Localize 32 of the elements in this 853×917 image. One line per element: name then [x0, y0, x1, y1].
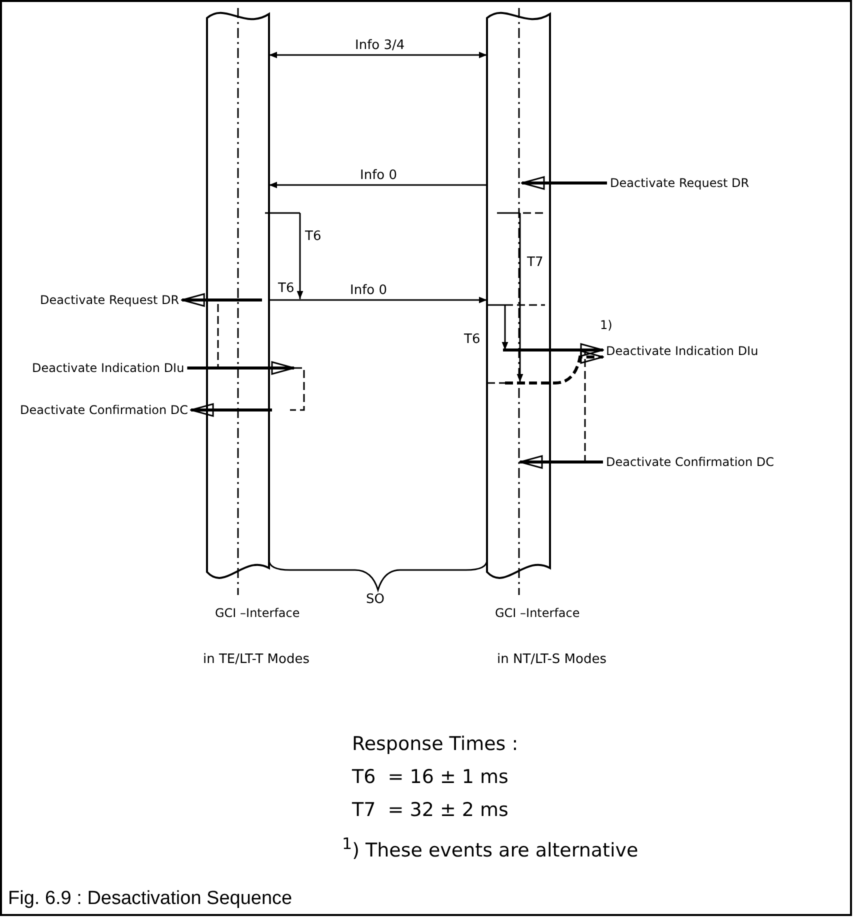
primitive-label: Deactivate Request DR: [40, 293, 180, 308]
primitive-label: Deactivate Indication DIu: [32, 361, 184, 376]
arrow: [190, 403, 272, 417]
timer-label: T7: [527, 255, 544, 270]
arrow: [505, 350, 604, 384]
arrow: [181, 293, 262, 307]
bus-label: SO: [366, 592, 384, 607]
arrow: [519, 455, 603, 469]
arrow: [269, 182, 487, 188]
interface-label: GCI –Interface: [495, 606, 580, 620]
caption: Fig. 6.9 : Desactivation Sequence: [8, 888, 292, 910]
timer-value: T7 = 32 ± 2 ms: [352, 799, 508, 821]
interface-label: GCI –Interface: [215, 606, 300, 620]
primitive-label: Deactivate Indication DIu: [606, 344, 758, 359]
heading: Response Times :: [352, 733, 518, 755]
timer-label: T6: [305, 229, 322, 244]
arrow: [187, 361, 295, 375]
edge-label: Info 3/4: [355, 38, 405, 53]
arrow: [269, 296, 487, 304]
timer-label: T6: [278, 281, 294, 296]
arrow: [521, 176, 607, 190]
timer-label: T6: [464, 332, 480, 347]
mode-label: in TE/LT-T Modes: [203, 652, 310, 667]
primitive-label: Deactivate Confirmation DC: [20, 403, 188, 418]
mode-label: in NT/LT-S Modes: [497, 652, 606, 667]
primitive-label: Deactivate Request DR: [610, 176, 750, 191]
footnote-mark: 1): [600, 318, 612, 332]
arrow: [269, 52, 487, 58]
primitive-label: Deactivate Confirmation DC: [606, 455, 774, 470]
arrow: [503, 343, 604, 357]
timer-value: T6 = 16 ± 1 ms: [352, 766, 508, 788]
footnote: $^{1}$) These events are alternative: [342, 834, 638, 862]
